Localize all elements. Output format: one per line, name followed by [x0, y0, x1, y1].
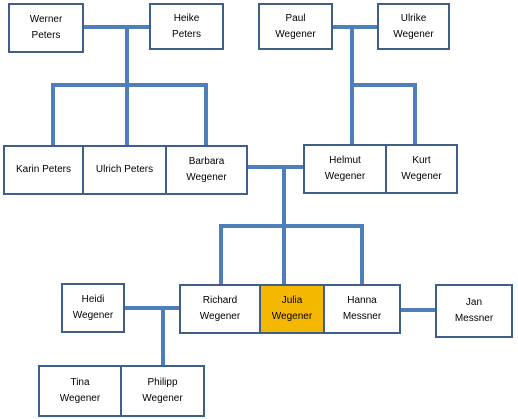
person-jan-messner: Jan Messner [435, 284, 513, 338]
person-karin-peters: Karin Peters [3, 145, 84, 195]
person-name: Paul Wegener [275, 12, 316, 40]
person-name: Heike Peters [172, 12, 201, 40]
person-julia-wegener-highlighted: Julia Wegener [259, 284, 325, 334]
person-name: Karin Peters [15, 164, 72, 175]
person-ulrich-peters: Ulrich Peters [82, 145, 167, 195]
person-heidi-wegener: Heidi Wegener [61, 283, 125, 333]
person-name: Werner Peters [29, 14, 63, 41]
person-barbara-wegener: Barbara Wegener [165, 145, 248, 195]
person-richard-wegener: Richard Wegener [179, 284, 261, 334]
person-paul-wegener: Paul Wegener [258, 3, 333, 50]
person-name: Tina Wegener [59, 377, 101, 404]
person-heike-peters: Heike Peters [149, 3, 224, 50]
person-name: Heidi Wegener [72, 294, 114, 321]
person-werner-peters: Werner Peters [8, 3, 84, 53]
person-name: Philipp Wegener [142, 377, 183, 404]
person-name: Ulrike Wegener [393, 12, 434, 40]
person-name: Kurt Wegener [401, 155, 442, 182]
person-name: Hanna Messner [342, 295, 382, 322]
person-philipp-wegener: Philipp Wegener [120, 365, 205, 417]
person-tina-wegener: Tina Wegener [38, 365, 122, 417]
person-name: Julia Wegener [271, 295, 313, 322]
person-ulrike-wegener: Ulrike Wegener [377, 3, 450, 50]
person-name: Ulrich Peters [95, 164, 154, 175]
person-name: Richard Wegener [199, 295, 241, 322]
person-hanna-messner: Hanna Messner [323, 284, 401, 334]
person-name: Helmut Wegener [324, 155, 366, 182]
person-name: Barbara Wegener [186, 156, 227, 183]
person-name: Jan Messner [454, 297, 494, 324]
person-helmut-wegener: Helmut Wegener [303, 144, 387, 194]
person-kurt-wegener: Kurt Wegener [385, 144, 458, 194]
